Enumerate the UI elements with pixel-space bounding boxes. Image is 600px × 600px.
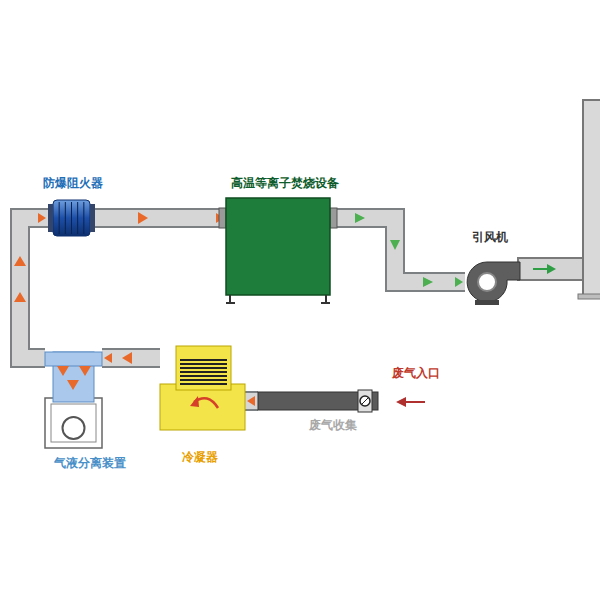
arrester-rib [83, 202, 84, 234]
condenser-fin [180, 371, 227, 373]
arrester-rib [59, 202, 60, 234]
equipment-drawing [258, 392, 378, 410]
equipment-label: 气液分离装置 [54, 456, 126, 470]
chimney-base [578, 294, 600, 299]
condenser-fin [180, 363, 227, 365]
arrow-head [247, 396, 255, 406]
incinerator-flange [330, 208, 337, 228]
condenser-fin [180, 375, 227, 377]
flow-arrow [547, 264, 556, 274]
pipe-bore [20, 218, 48, 358]
collection-duct-node: 废气收集 [258, 392, 378, 410]
fan-outlet-duct [518, 258, 586, 280]
flow-arrow [423, 277, 433, 287]
pipe-bore [95, 210, 226, 226]
equipment-label: 冷凝器 [182, 450, 218, 464]
separator-tank [45, 398, 102, 448]
flow-arrow [14, 256, 26, 266]
separator-inner [51, 404, 96, 442]
flow-arrow [57, 366, 69, 376]
condenser-fin [180, 379, 227, 381]
flow-arrow [355, 213, 365, 223]
equipment-label: 引风机 [472, 230, 508, 244]
arrester-flange [90, 204, 95, 232]
arrow-head [104, 353, 112, 363]
gas-pipe [245, 396, 258, 406]
incinerator-body [226, 198, 330, 295]
pipe-wall [330, 218, 465, 282]
gas-pipe [102, 353, 160, 363]
equipment-drawing [160, 346, 245, 430]
flow-arrow [190, 396, 199, 407]
arrow-head [38, 213, 46, 223]
condenser-fin [180, 383, 227, 385]
incinerator-legs [226, 295, 330, 303]
flow-arrow [67, 380, 79, 390]
pipe-wall [95, 208, 226, 228]
condenser: 冷凝器 [160, 346, 245, 430]
condenser-body [160, 384, 245, 430]
flow-arrow [390, 240, 400, 250]
fan-impeller [478, 273, 496, 291]
inlet-arrow-shaft [404, 401, 425, 403]
flow-arrow [14, 292, 26, 302]
duct-damper [358, 390, 372, 412]
flow-arrow [138, 212, 148, 224]
damper-disc [360, 396, 370, 406]
pipe-wall [102, 348, 160, 368]
pipe-bore [102, 350, 160, 366]
fan-base [475, 300, 499, 305]
separator-header [45, 352, 102, 366]
arrester-rib [71, 202, 72, 234]
flame-arrester: 防爆阻火器 [48, 200, 95, 236]
condenser-fin [180, 367, 227, 369]
equipment-label: 防爆阻火器 [43, 176, 103, 190]
condenser-head [176, 346, 231, 390]
equipment-drawing [45, 352, 102, 448]
arrow-head [455, 277, 463, 287]
equipment-drawing [226, 198, 330, 295]
incinerator-flange [219, 208, 226, 228]
induced-draft-fan: 引风机 [465, 260, 520, 305]
gas-pipe [95, 213, 226, 223]
arrester-rib [77, 202, 78, 234]
equipment-drawing [48, 200, 95, 236]
pipe-wall [20, 218, 48, 358]
flow-arrow [533, 268, 548, 270]
flow-arrow [122, 352, 132, 364]
fan-housing [467, 262, 520, 302]
pipe-bore [245, 393, 258, 409]
gas-pipe [20, 213, 48, 358]
gas-pipe [330, 218, 465, 287]
equipment-drawing [465, 260, 520, 305]
arrester-body [53, 200, 90, 236]
pipe-bore [330, 218, 465, 282]
inlet-arrow-head [396, 397, 406, 407]
equipment-label: 废气收集 [309, 418, 357, 432]
plasma-incinerator: 高温等离子焚烧设备 [226, 198, 330, 295]
pipe-wall [245, 391, 258, 411]
condenser-fin [180, 359, 227, 361]
gas-liquid-separator: 气液分离装置 [45, 352, 102, 448]
arrester-rib [65, 202, 66, 234]
arrester-flange [48, 204, 53, 232]
chimney-stack [583, 100, 600, 296]
separator-drain [63, 417, 85, 439]
equipment-label: 高温等离子焚烧设备 [231, 176, 339, 190]
damper-blade [361, 397, 369, 405]
flow-arrow [79, 366, 91, 376]
inlet-label: 废气入口 [392, 366, 440, 380]
